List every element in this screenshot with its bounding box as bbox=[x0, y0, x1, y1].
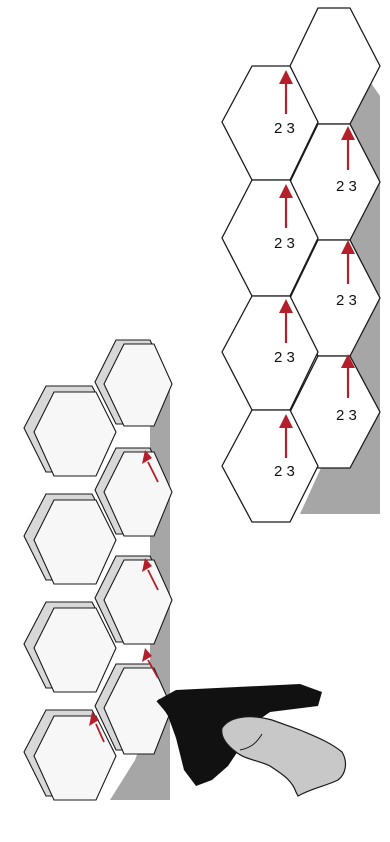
up-arrow-icon bbox=[142, 648, 159, 679]
hex-label: 2 3 bbox=[274, 463, 295, 480]
hex-label: 2 3 bbox=[336, 292, 357, 309]
panel bbox=[23, 385, 117, 477]
up-arrow-icon bbox=[279, 70, 293, 114]
hex-label: 2 3 bbox=[274, 349, 295, 366]
panel bbox=[23, 601, 117, 693]
hand-icon bbox=[221, 716, 347, 797]
hex-panels-3d bbox=[23, 339, 347, 801]
up-arrow-icon bbox=[142, 558, 159, 591]
up-arrow-icon bbox=[279, 414, 293, 458]
panel bbox=[23, 709, 117, 801]
up-arrow-icon bbox=[341, 240, 355, 284]
up-arrow-icon bbox=[341, 354, 355, 398]
up-arrow-icon bbox=[142, 450, 159, 483]
up-arrow-icon bbox=[341, 126, 355, 170]
up-arrow-icon bbox=[279, 184, 293, 228]
up-arrow-icon bbox=[279, 299, 293, 343]
panel bbox=[23, 493, 117, 585]
plan-hexagon bbox=[289, 355, 381, 469]
plan-hexagon bbox=[221, 409, 319, 523]
panel bbox=[94, 663, 173, 755]
hex-layout-plan: 2 3 2 3 2 3 2 3 2 3 2 3 2 3 bbox=[221, 7, 381, 523]
up-arrow-icon bbox=[89, 712, 105, 743]
hex-label: 2 3 bbox=[274, 120, 295, 137]
hex-label: 2 3 bbox=[274, 235, 295, 252]
panel bbox=[94, 339, 173, 427]
hex-label: 2 3 bbox=[336, 407, 357, 424]
hex-label: 2 3 bbox=[336, 178, 357, 195]
